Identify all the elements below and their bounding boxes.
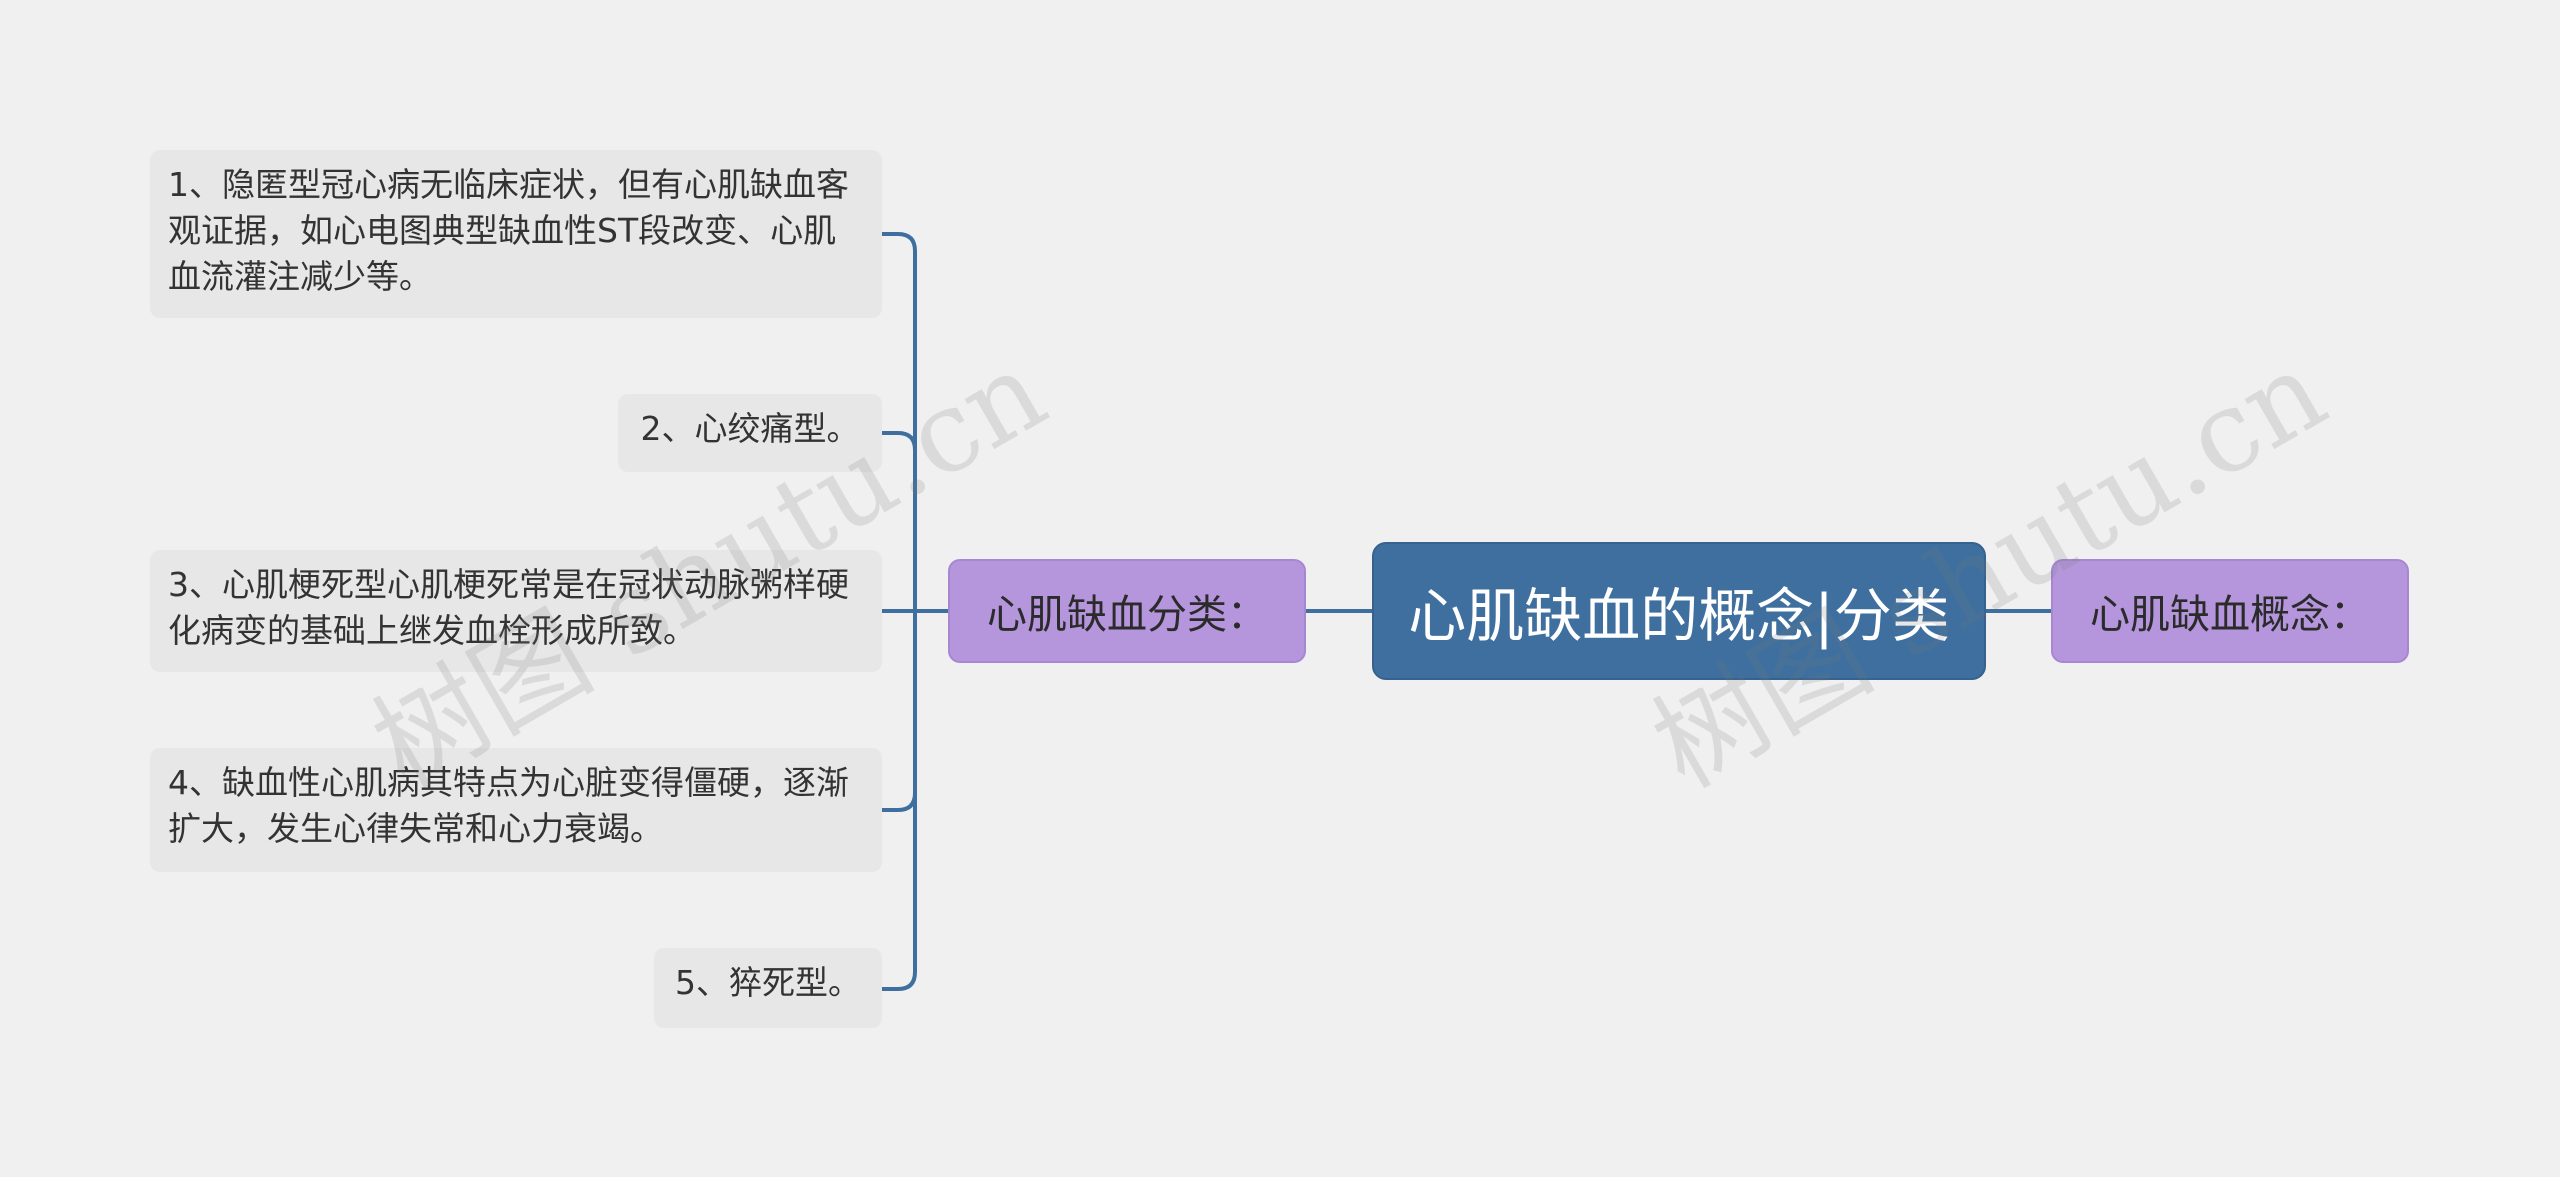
- connector-leaf-4: [882, 792, 917, 812]
- leaf-node-4-text: 4、缺血性心肌病其特点为心脏变得僵硬，逐渐扩大，发生心律失常和心力衰竭。: [168, 763, 849, 848]
- leaf-node-4[interactable]: 4、缺血性心肌病其特点为心脏变得僵硬，逐渐扩大，发生心律失常和心力衰竭。: [150, 748, 882, 872]
- root-title: 心肌缺血的概念|分类: [1408, 582, 1950, 650]
- leaf-node-2[interactable]: 2、心绞痛型。: [618, 394, 882, 472]
- branch-node-concept[interactable]: 心肌缺血概念：: [2051, 559, 2409, 663]
- leaf-node-3[interactable]: 3、心肌梗死型心肌梗死常是在冠状动脉粥样硬化病变的基础上继发血栓形成所致。: [150, 550, 882, 672]
- root-node[interactable]: 心肌缺血的概念|分类: [1372, 542, 1986, 680]
- leaf-node-2-text: 2、心绞痛型。: [640, 409, 860, 448]
- branch-classification-label: 心肌缺血分类：: [987, 592, 1267, 638]
- connector-leaf-2: [882, 431, 917, 451]
- branch-concept-label: 心肌缺血概念：: [2090, 592, 2370, 638]
- leaf-node-5-text: 5、猝死型。: [675, 963, 861, 1002]
- branch-node-classification[interactable]: 心肌缺血分类：: [948, 559, 1306, 663]
- leaf-node-5[interactable]: 5、猝死型。: [654, 948, 882, 1028]
- leaf-node-1-text: 1、隐匿型冠心病无临床症状，但有心肌缺血客观证据，如心电图典型缺血性ST段改变、…: [168, 165, 849, 296]
- leaf-node-1[interactable]: 1、隐匿型冠心病无临床症状，但有心肌缺血客观证据，如心电图典型缺血性ST段改变、…: [150, 150, 882, 318]
- leaf-node-3-text: 3、心肌梗死型心肌梗死常是在冠状动脉粥样硬化病变的基础上继发血栓形成所致。: [168, 565, 849, 650]
